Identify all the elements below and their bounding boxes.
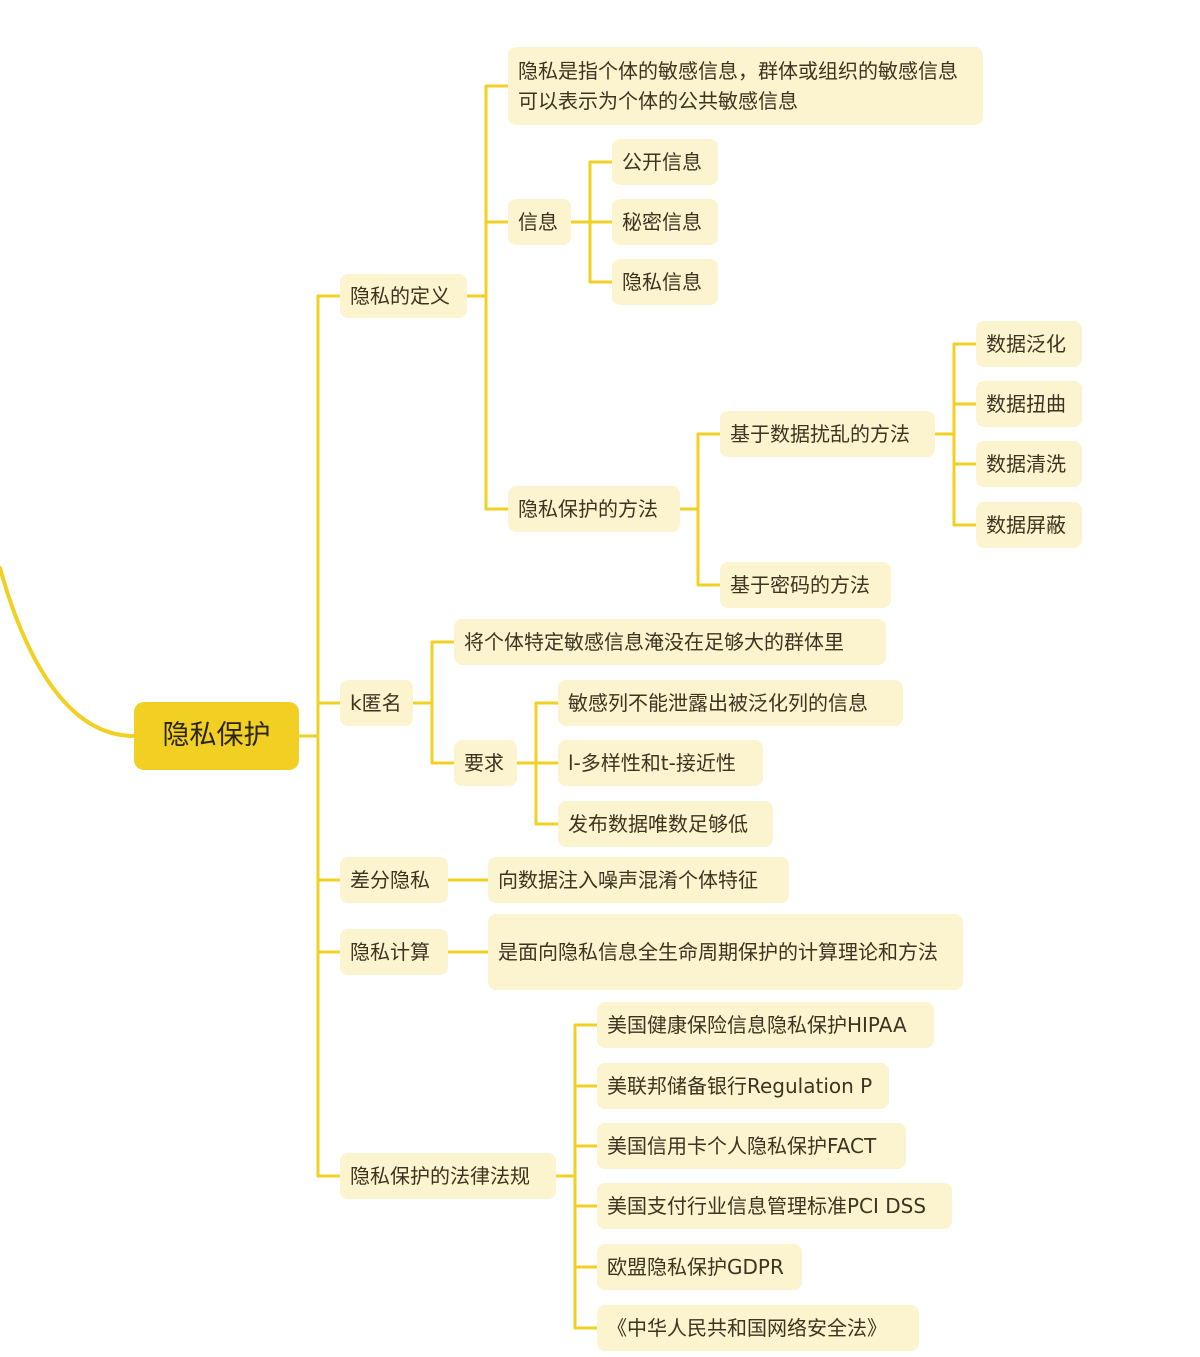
connector-info [569, 160, 614, 284]
connector-definition [465, 84, 510, 511]
topic-private-info[interactable]: 隐私信息 [612, 259, 718, 305]
topic-crypto-method[interactable]: 基于密码的方法 [720, 562, 891, 608]
topic-law-regulation-p[interactable]: 美联邦储备银行Regulation P [597, 1063, 889, 1109]
topic-law-fact[interactable]: 美国信用卡个人隐私保护FACT [597, 1123, 906, 1169]
topic-requirement-3[interactable]: 发布数据唯数足够低 [558, 801, 773, 847]
topic-dp-desc[interactable]: 向数据注入噪声混淆个体特征 [488, 857, 789, 903]
topic-information[interactable]: 信息 [508, 199, 571, 245]
topic-differential-privacy[interactable]: 差分隐私 [340, 857, 448, 903]
topic-data-generalization[interactable]: 数据泛化 [976, 321, 1082, 367]
topic-law-hipaa[interactable]: 美国健康保险信息隐私保护HIPAA [597, 1002, 934, 1048]
connector-root-branches [297, 294, 342, 1178]
connector-methods [678, 432, 722, 587]
topic-privacy-meaning[interactable]: 隐私是指个体的敏感信息，群体或组织的敏感信息可以表示为个体的公共敏感信息 [508, 47, 983, 125]
topic-privacy-definition[interactable]: 隐私的定义 [340, 274, 467, 318]
topic-privacy-computing[interactable]: 隐私计算 [340, 929, 448, 975]
topic-public-info[interactable]: 公开信息 [612, 139, 718, 185]
topic-secret-info[interactable]: 秘密信息 [612, 199, 718, 245]
root-topic[interactable]: 隐私保护 [134, 702, 299, 770]
topic-law-cybersecurity[interactable]: 《中华人民共和国网络安全法》 [597, 1305, 919, 1351]
topic-requirement-2[interactable]: l-多样性和t-接近性 [558, 740, 763, 786]
connector-requirements [515, 701, 560, 826]
topic-protection-methods[interactable]: 隐私保护的方法 [508, 486, 680, 532]
topic-law-gdpr[interactable]: 欧盟隐私保护GDPR [597, 1244, 802, 1290]
topic-k-anonymity[interactable]: k匿名 [340, 680, 413, 726]
topic-data-masking[interactable]: 数据屏蔽 [976, 502, 1082, 548]
topic-k-anonymity-desc[interactable]: 将个体特定敏感信息淹没在足够大的群体里 [454, 619, 886, 665]
connector-perturbation [933, 342, 978, 527]
connector-law [554, 1023, 599, 1330]
topic-data-cleaning[interactable]: 数据清洗 [976, 441, 1082, 487]
topic-requirement-1[interactable]: 敏感列不能泄露出被泛化列的信息 [558, 680, 903, 726]
topic-data-distortion[interactable]: 数据扭曲 [976, 381, 1082, 427]
connector-kanon [411, 640, 456, 765]
topic-perturbation-method[interactable]: 基于数据扰乱的方法 [720, 411, 935, 457]
topic-requirements[interactable]: 要求 [454, 740, 517, 786]
topic-law-pci-dss[interactable]: 美国支付行业信息管理标准PCI DSS [597, 1183, 952, 1229]
topic-pc-desc[interactable]: 是面向隐私信息全生命周期保护的计算理论和方法 [488, 914, 963, 990]
topic-privacy-law[interactable]: 隐私保护的法律法规 [340, 1153, 556, 1199]
incoming-root-connector [0, 566, 136, 738]
